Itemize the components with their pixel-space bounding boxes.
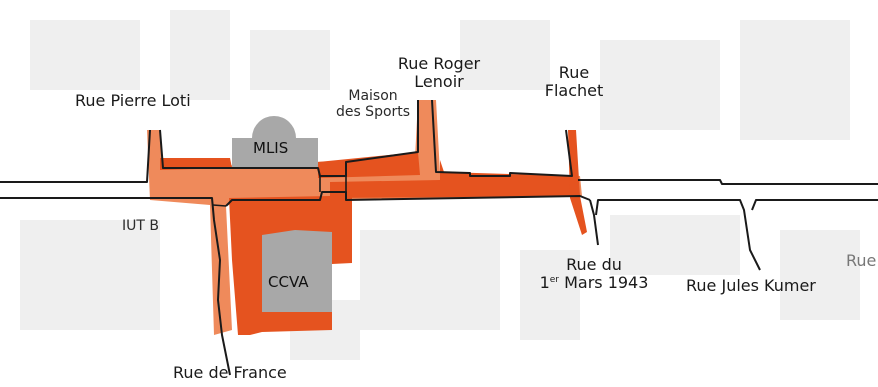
mlis-building [232, 116, 318, 168]
label-rue-cut: Rue [846, 251, 877, 270]
label-roger-line1: Rue Roger [397, 54, 481, 73]
inner-road-lines [212, 176, 347, 207]
label-rue-flachet: Rue Flachet [538, 63, 610, 101]
label-1er-mars-line1: Rue du [566, 255, 622, 274]
label-roger-line2: Lenoir [414, 72, 464, 92]
label-1er-rest: Mars 1943 [559, 273, 649, 293]
label-rue-1er-mars-1943: Rue du 1er Mars 1943 [524, 255, 664, 293]
label-maison-line2: des Sports [335, 104, 411, 121]
label-mlis: MLIS [253, 139, 289, 157]
road-lines [0, 99, 878, 376]
label-flachet-line2: Flachet [544, 81, 604, 101]
label-1er-sup: er [549, 275, 559, 286]
label-rue-jules-kumer: Rue Jules Kumer [686, 276, 816, 295]
background-buildings [20, 10, 860, 360]
label-flachet-line1: Rue [558, 63, 590, 82]
label-maison-des-sports: Maison des Sports [330, 88, 416, 120]
label-rue-pierre-loti: Rue Pierre Loti [75, 91, 191, 110]
ccva-building [262, 230, 332, 312]
label-1er-mars-line2: 1er Mars 1943 [524, 274, 664, 292]
label-1er-num: 1 [539, 273, 550, 293]
label-rue-de-france: Rue de France [173, 363, 287, 382]
label-iut-b: IUT B [122, 218, 159, 234]
label-ccva: CCVA [268, 273, 309, 291]
label-rue-roger-lenoir: Rue Roger Lenoir [386, 54, 492, 92]
label-maison-line1: Maison [348, 88, 398, 104]
facility-buildings [232, 116, 332, 312]
